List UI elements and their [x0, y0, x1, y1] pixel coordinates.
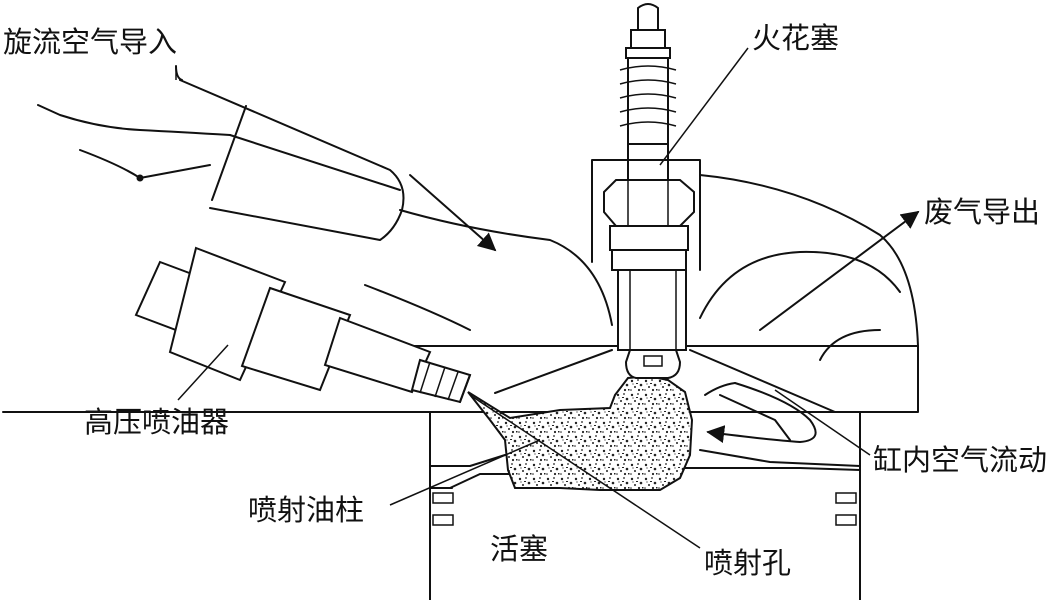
label-spark-plug: 火花塞	[752, 21, 839, 55]
label-spray-column: 喷射油柱	[248, 493, 364, 527]
label-exhaust-out: 废气导出	[924, 195, 1040, 229]
label-nozzle-hole: 喷射孔	[704, 546, 791, 580]
label-in-cylinder-flow: 缸内空气流动	[873, 443, 1047, 477]
in-cylinder-airflow	[704, 382, 817, 443]
spray-column	[467, 374, 694, 491]
label-injector: 高压喷油器	[84, 405, 229, 439]
leader-lines	[175, 47, 871, 549]
combustion-chamber	[494, 349, 861, 467]
high-pressure-injector	[134, 246, 472, 404]
swirl-intake-port	[37, 65, 613, 331]
label-piston: 活塞	[490, 532, 548, 566]
spark-plug	[591, 3, 701, 379]
label-swirl-intake: 旋流空气导入	[3, 25, 177, 59]
cylinder	[2, 345, 919, 600]
exhaust-port	[699, 174, 920, 413]
